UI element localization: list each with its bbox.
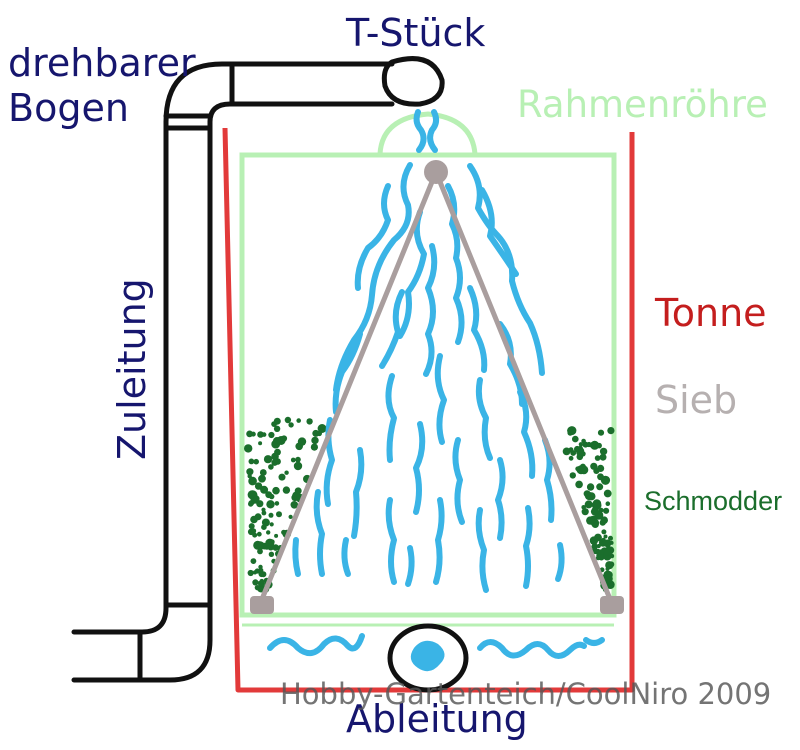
ableitung-outlet [387, 623, 469, 693]
spray-hood [377, 111, 478, 155]
rahmen-frame [239, 152, 617, 618]
label-drehbarer: drehbarer [8, 41, 196, 85]
zuleitung-pipe [71, 56, 445, 683]
water-streams [267, 109, 605, 659]
label-rahmenroehre: Rahmenröhre [517, 83, 768, 126]
label-ableitung: Ableitung [346, 697, 528, 741]
tonne-outline [222, 127, 635, 693]
label-sieb: Sieb [655, 378, 738, 422]
label-schmodder: Schmodder [644, 486, 783, 516]
label-bogen: Bogen [8, 86, 129, 130]
schmodder-deposits [244, 416, 615, 594]
label-zuleitung: Zuleitung [110, 278, 154, 460]
label-tonne: Tonne [655, 291, 767, 335]
label-t-stueck: T-Stück [346, 11, 486, 55]
credit-watermark: Hobby-Gartenteich/CoolNiro 2009 [280, 677, 772, 711]
sieb-cone [250, 160, 624, 614]
